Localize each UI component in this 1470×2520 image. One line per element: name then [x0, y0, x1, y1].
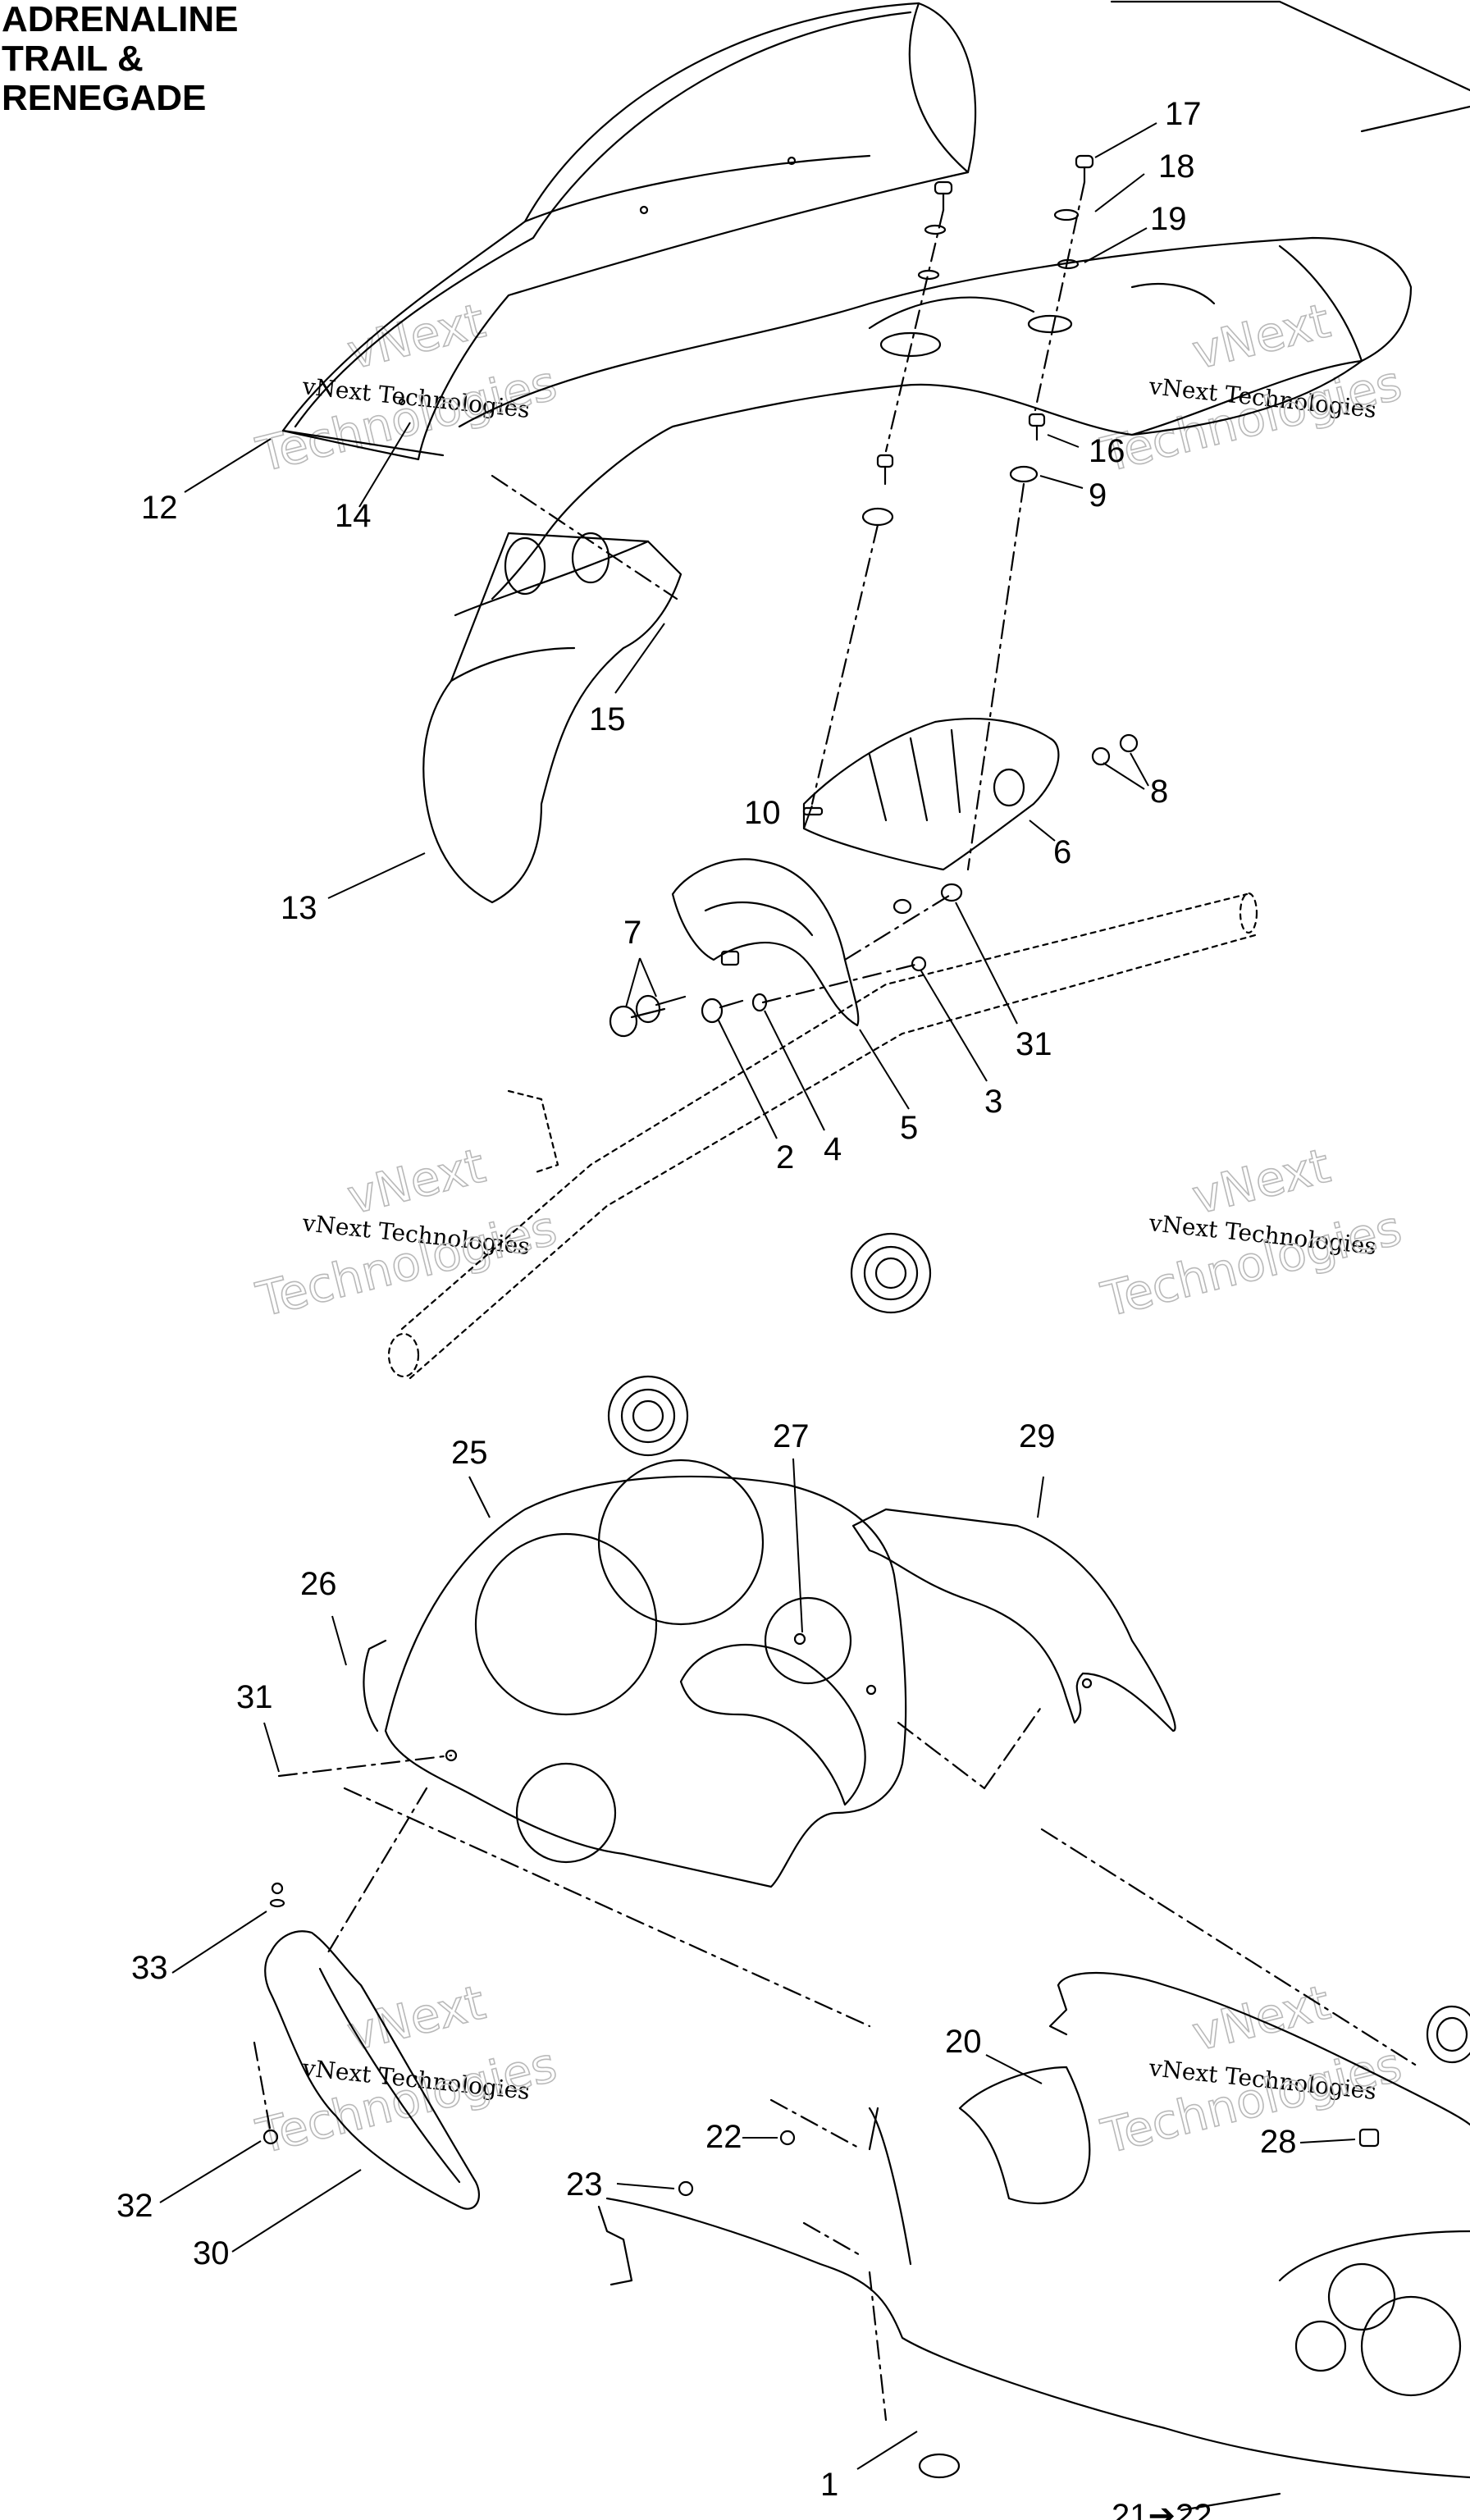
watermark-group-2: vNext vNext Technologies Technologies	[1095, 292, 1408, 484]
callout-label: 16	[1089, 433, 1125, 469]
callout-label: 31	[1016, 1026, 1052, 1062]
callout-label: 25	[451, 1435, 488, 1471]
lower-fairing-part	[422, 532, 682, 904]
leader-lines	[159, 122, 1356, 2470]
callout-numbers: 17 18 19 16 9 12 14 15 8 10 6 13 7 31 3 …	[116, 96, 1297, 2520]
callout-label: 3	[984, 1084, 1002, 1120]
callout-label: 33	[131, 1950, 168, 1986]
assembly-lines-upper	[491, 180, 1086, 1004]
callout-label: 9	[1089, 477, 1107, 514]
callout-label: 28	[1260, 2124, 1297, 2160]
mid-fasteners	[609, 806, 963, 1038]
callout-label: 32	[116, 2188, 153, 2224]
emblem-badges	[607, 1232, 932, 1457]
watermark-brand-top: vNext	[1187, 293, 1335, 381]
callout-label: 12	[141, 490, 178, 526]
callout-label: 17	[1165, 96, 1202, 132]
windshield-part	[281, 2, 977, 461]
callout-label: 21➔22	[1112, 2498, 1212, 2520]
callout-label: 20	[945, 2024, 982, 2060]
callout-label: 14	[335, 498, 372, 534]
callout-label: 6	[1053, 834, 1071, 870]
windshield-edge	[281, 429, 445, 457]
callout-label: 13	[281, 890, 317, 926]
callout-label: 26	[300, 1566, 337, 1602]
watermark-brand-top: vNext	[1187, 1138, 1335, 1226]
watermark-group-5: vNext vNext Technologies Technologies	[250, 1974, 563, 2166]
callout-label: 31	[236, 1679, 273, 1715]
assembly-lines-lower	[253, 1705, 1421, 2422]
callout-label: 15	[589, 701, 626, 737]
callout-label: 27	[773, 1418, 810, 1454]
lower-console-part	[597, 1971, 1470, 2512]
callout-label: 1	[820, 2467, 838, 2503]
side-fairing-29	[851, 1508, 1176, 1732]
top-fasteners	[861, 154, 1094, 527]
callout-label: 29	[1019, 1418, 1056, 1454]
diagram-title-line-1: ADRENALINE	[2, 0, 239, 39]
callout-label: 23	[566, 2166, 603, 2203]
watermark-brand-bottom: Technologies	[1096, 1199, 1407, 1327]
instrument-panel-part	[363, 1459, 907, 1888]
callout-label: 30	[193, 2235, 230, 2271]
watermark-brand-top: vNext	[342, 1138, 491, 1226]
watermark-brand-bottom: Technologies	[251, 1199, 562, 1327]
watermark-group-1: vNext vNext Technologies Technologies	[250, 292, 563, 484]
upper-cowl-part	[458, 236, 1413, 600]
watermark-brand-top: vNext	[1187, 1974, 1335, 2062]
watermark-brand-top: vNext	[342, 293, 491, 381]
watermark-brand-bottom: Technologies	[251, 354, 562, 482]
bracket-part	[802, 718, 1139, 871]
diagram-title-line-3: RENEGADE	[2, 78, 207, 118]
watermark-group-3: vNext vNext Technologies Technologies	[250, 1137, 563, 1329]
callout-label: 5	[900, 1110, 918, 1146]
gauge-housing-part	[671, 858, 860, 1027]
watermark-brand-bottom: Technologies	[1096, 354, 1407, 482]
handlebar-phantom	[387, 892, 1258, 1380]
callout-label: 7	[623, 915, 641, 951]
callout-label: 10	[744, 795, 781, 831]
watermark-group-4: vNext vNext Technologies Technologies	[1095, 1137, 1408, 1329]
callout-label: 8	[1150, 774, 1168, 810]
callout-label: 2	[776, 1139, 794, 1176]
watermark-brand-bottom: Technologies	[1096, 2036, 1407, 2164]
diagram-title-line-2: TRAIL &	[2, 39, 144, 79]
frame-corner-line	[1360, 105, 1470, 133]
frame-corner-line	[1110, 0, 1470, 92]
callout-label: 18	[1158, 148, 1195, 185]
side-deflector-30	[262, 1882, 480, 2210]
callout-label: 22	[705, 2119, 742, 2155]
callout-label: 4	[824, 1131, 842, 1167]
callout-label: 19	[1150, 201, 1187, 237]
